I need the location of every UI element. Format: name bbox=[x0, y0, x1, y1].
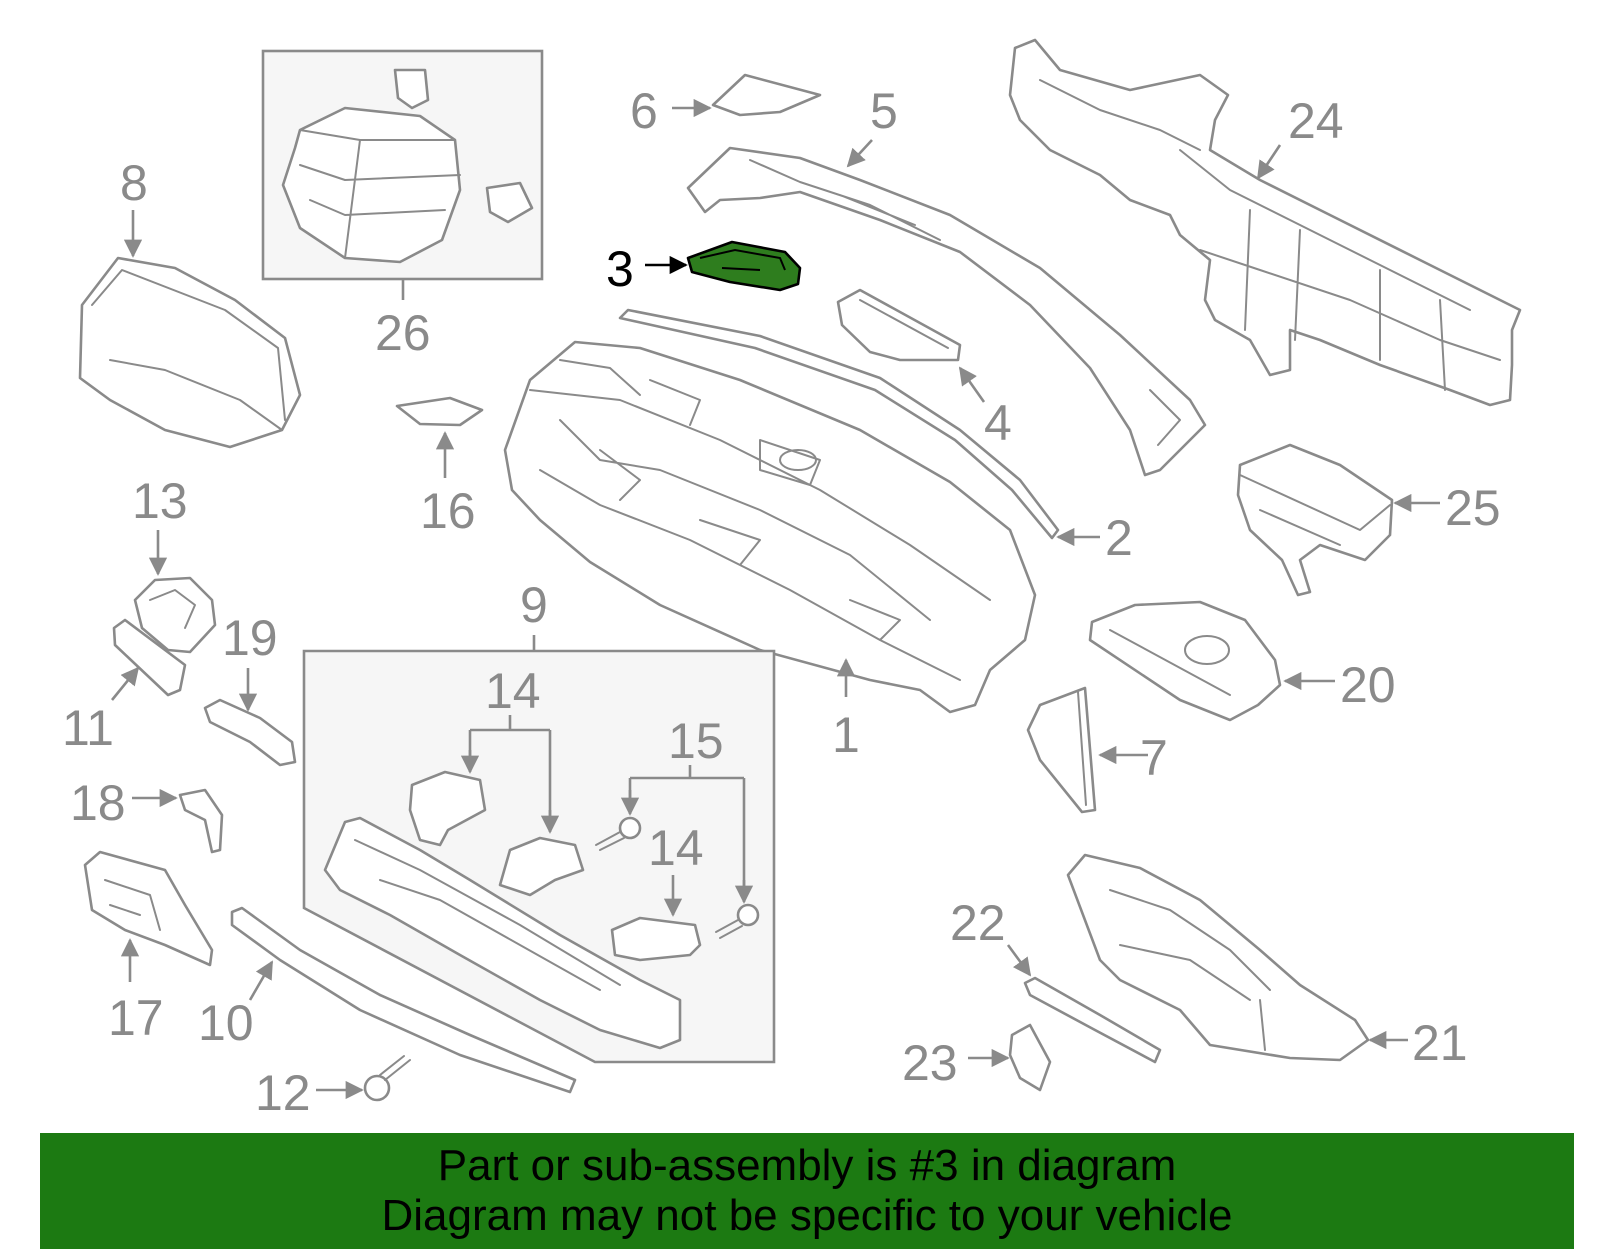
callout-18: 18 bbox=[70, 775, 126, 831]
callout-10: 10 bbox=[198, 995, 254, 1051]
callout-20: 20 bbox=[1340, 657, 1396, 713]
callout-4: 4 bbox=[984, 395, 1012, 451]
callout-13: 13 bbox=[132, 473, 188, 529]
callout-17: 17 bbox=[108, 990, 164, 1046]
callout-15: 15 bbox=[668, 713, 724, 769]
part-4 bbox=[836, 288, 962, 362]
part-13 bbox=[133, 576, 217, 654]
callout-8: 8 bbox=[120, 155, 148, 211]
callout-9: 9 bbox=[520, 577, 548, 633]
part-21 bbox=[1066, 853, 1370, 1062]
part-26 bbox=[281, 68, 534, 264]
callout-12: 12 bbox=[255, 1065, 311, 1121]
callout-6: 6 bbox=[630, 83, 658, 139]
callout-11: 11 bbox=[62, 700, 114, 756]
part-10 bbox=[230, 906, 577, 1094]
part-9-panel bbox=[323, 816, 682, 1050]
callout-24: 24 bbox=[1288, 93, 1344, 149]
part-14-middle bbox=[498, 836, 585, 897]
part-5 bbox=[686, 146, 1207, 477]
callout-2: 2 bbox=[1105, 510, 1133, 566]
part-17 bbox=[83, 850, 214, 967]
part-18 bbox=[178, 788, 224, 854]
part-25 bbox=[1236, 443, 1394, 597]
callout-21: 21 bbox=[1412, 1015, 1468, 1071]
info-banner: Part or sub-assembly is #3 in diagram Di… bbox=[40, 1133, 1574, 1249]
callout-14-lower: 14 bbox=[648, 820, 704, 876]
callout-23: 23 bbox=[902, 1035, 958, 1091]
callout-19: 19 bbox=[222, 610, 278, 666]
part-14-lower bbox=[610, 916, 702, 962]
part-7 bbox=[1026, 686, 1097, 814]
part-19 bbox=[203, 698, 297, 767]
callout-7: 7 bbox=[1140, 730, 1168, 786]
part-24 bbox=[1008, 38, 1522, 407]
part-3 bbox=[686, 240, 802, 292]
part-14-upper bbox=[408, 770, 487, 847]
part-20 bbox=[1088, 600, 1282, 722]
callout-14-top: 14 bbox=[485, 663, 541, 719]
callout-5: 5 bbox=[870, 83, 898, 139]
callout-22: 22 bbox=[950, 895, 1006, 951]
banner-line-2: Diagram may not be specific to your vehi… bbox=[381, 1191, 1233, 1240]
callout-1: 1 bbox=[832, 707, 860, 763]
banner-line-1: Part or sub-assembly is #3 in diagram bbox=[437, 1141, 1177, 1190]
part-11 bbox=[112, 618, 187, 697]
part-8 bbox=[78, 256, 302, 449]
part-22 bbox=[1023, 976, 1162, 1064]
callout-16: 16 bbox=[420, 483, 476, 539]
part-6 bbox=[711, 73, 822, 117]
part-15-screw-lower bbox=[715, 903, 760, 939]
part-15-screw-upper bbox=[595, 816, 642, 851]
part-23 bbox=[1008, 1023, 1052, 1092]
part-16 bbox=[395, 396, 484, 427]
callout-25: 25 bbox=[1445, 480, 1501, 536]
part-1 bbox=[503, 340, 1037, 714]
callout-3: 3 bbox=[606, 241, 634, 297]
part-12 bbox=[363, 1055, 411, 1102]
callout-26: 26 bbox=[375, 305, 431, 361]
